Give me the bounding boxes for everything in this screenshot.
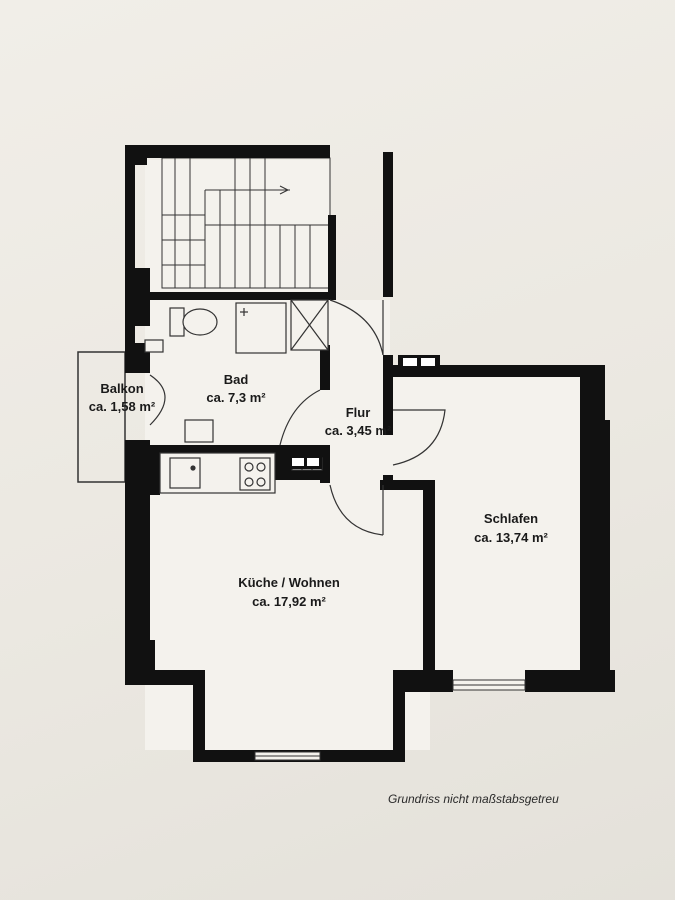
toilet-tank bbox=[169, 307, 185, 337]
balkon-label: Balkon bbox=[100, 381, 143, 396]
balkon-area: ca. 1,58 m² bbox=[89, 399, 156, 414]
flur-area: ca. 3,45 m² bbox=[325, 423, 392, 438]
windows bbox=[254, 355, 526, 761]
shower-tray bbox=[235, 302, 287, 354]
balcony-outline bbox=[77, 351, 126, 483]
bath-sink bbox=[184, 419, 214, 443]
wall-niche bbox=[144, 339, 164, 353]
bathroom-fixtures bbox=[144, 299, 329, 443]
doors bbox=[149, 299, 446, 536]
flur-label: Flur bbox=[346, 405, 371, 420]
kitchen-sink bbox=[169, 457, 201, 489]
stove bbox=[239, 457, 271, 491]
schlafen-area: ca. 13,74 m² bbox=[474, 530, 548, 545]
bad-area: ca. 7,3 m² bbox=[206, 390, 266, 405]
kueche-area: ca. 17,92 m² bbox=[252, 594, 326, 609]
toilet-bowl bbox=[182, 308, 218, 336]
schlafen-label: Schlafen bbox=[484, 511, 538, 526]
scale-disclaimer-caption: Grundriss nicht maßstabsgetreu bbox=[388, 792, 559, 806]
bad-label: Bad bbox=[224, 372, 249, 387]
kitchen-counter bbox=[159, 452, 323, 494]
walls bbox=[125, 145, 615, 762]
kueche-label: Küche / Wohnen bbox=[238, 575, 340, 590]
